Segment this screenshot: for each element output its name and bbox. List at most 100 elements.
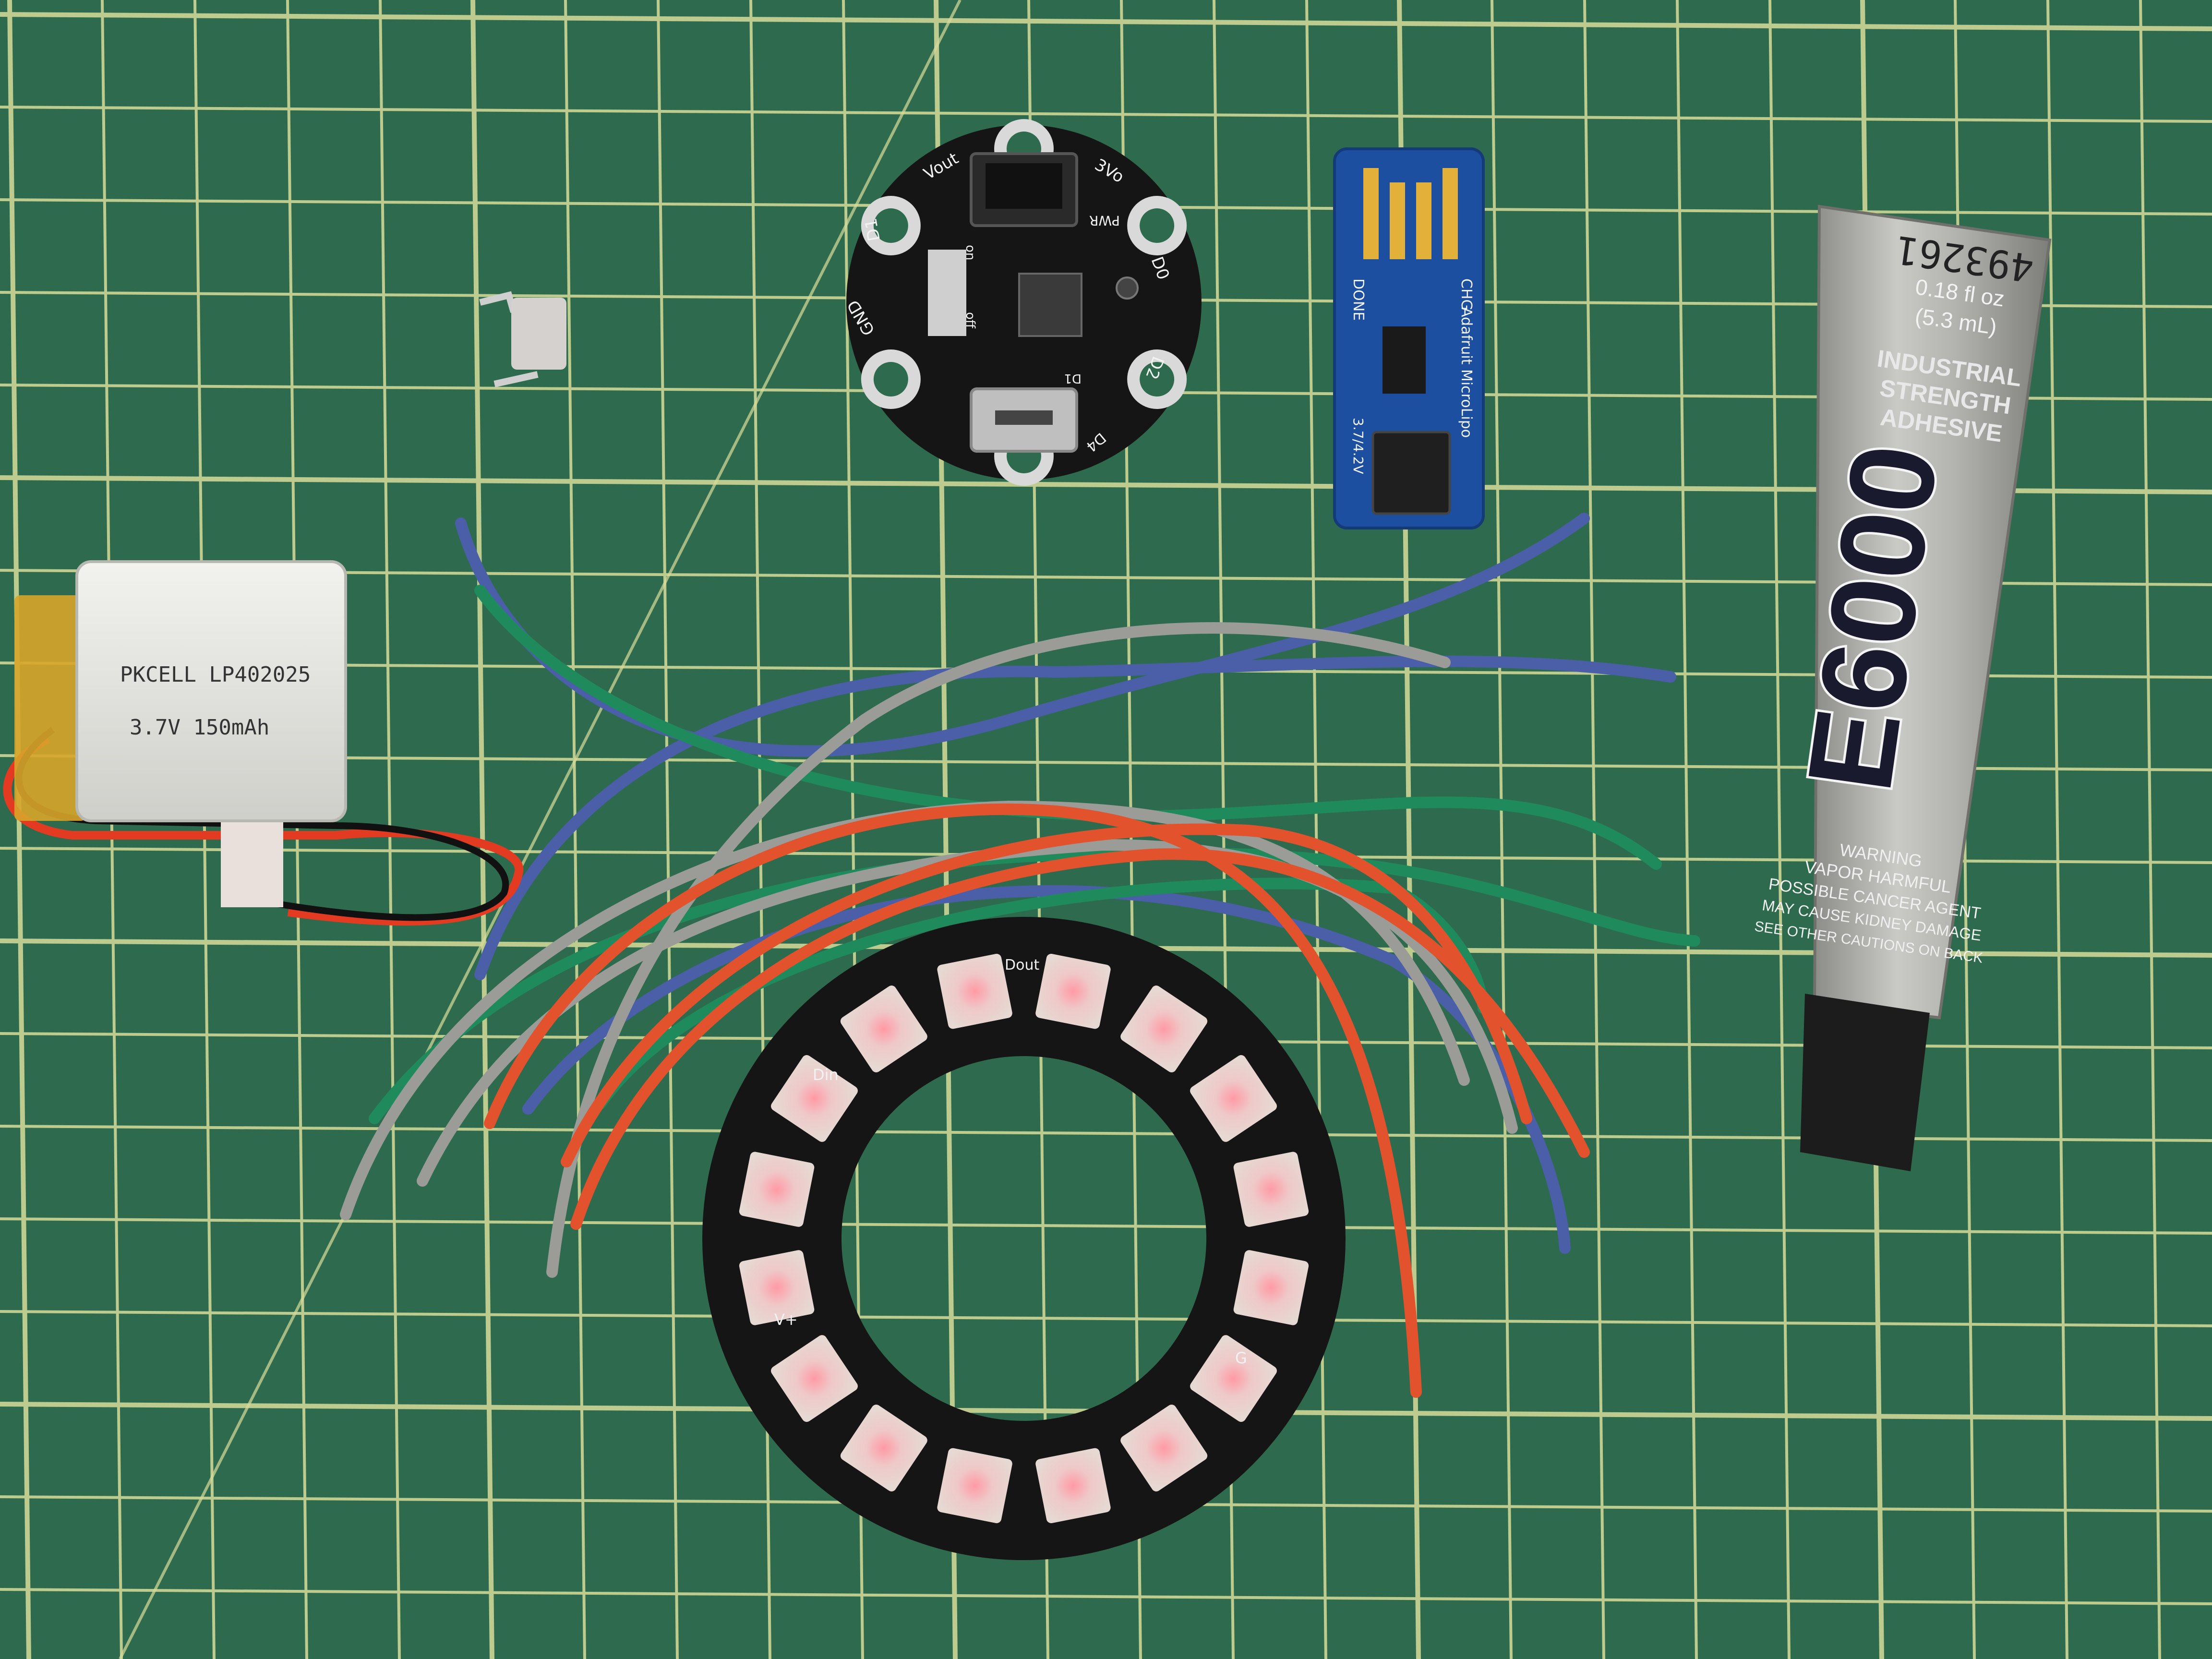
neopixel-led-body <box>1233 1250 1309 1325</box>
neopixel-led <box>1035 953 1111 1029</box>
wire-blue <box>474 655 1676 980</box>
grid-line <box>1768 0 1791 1659</box>
grid-line <box>7 0 31 1659</box>
microlipo-charger: DONE CHG Adafruit MicroLipo 3.7/4.2V <box>1333 147 1485 529</box>
neopixel-led <box>840 986 927 1072</box>
gemma-reset-button <box>1116 276 1139 300</box>
wire-red <box>561 823 1532 1167</box>
grid-line <box>2139 0 2161 1659</box>
neopixel-led-body <box>1120 986 1208 1072</box>
charger-usb-contacts <box>1363 168 1458 259</box>
grid-line <box>1676 0 1698 1659</box>
gemma-pad-hole <box>1140 362 1175 397</box>
grid-line <box>0 1310 2212 1327</box>
neopixel-led <box>840 1405 927 1491</box>
ring-label-din: Din <box>813 1066 839 1084</box>
kapton-tape <box>14 595 86 821</box>
mat-diagonal-line <box>119 0 962 1659</box>
charger-chip <box>1382 326 1426 394</box>
grid-line <box>193 0 216 1659</box>
usb-contact <box>1390 182 1405 259</box>
neopixel-led <box>937 1448 1012 1524</box>
neopixel-led <box>771 1055 858 1142</box>
neopixel-led-body <box>840 1405 927 1491</box>
gemma-usb-slot <box>995 410 1053 425</box>
neopixel-led-body <box>739 1152 815 1227</box>
grid-line <box>1491 0 1513 1659</box>
grid-line <box>0 1217 2212 1235</box>
neopixel-led <box>739 1250 815 1325</box>
neopixel-led <box>1190 1335 1277 1422</box>
neopixel-led-body <box>937 953 1012 1029</box>
neopixel-led-body <box>1190 1335 1277 1422</box>
neopixel-led <box>1120 986 1208 1072</box>
ring-label-g: G <box>1235 1349 1247 1367</box>
tube-body <box>1813 204 2052 1020</box>
wire-red <box>484 803 1422 1398</box>
charger-label-done: DONE <box>1350 278 1367 321</box>
gemma-label-d1-small: D1 <box>1064 371 1082 385</box>
neopixel-led-body <box>937 1448 1012 1524</box>
gemma-pad-hole <box>873 208 908 243</box>
gemma-pad-hole <box>873 362 908 397</box>
wire-green <box>594 878 1489 1110</box>
neopixel-led <box>739 1152 815 1227</box>
gemma-jst-inner <box>986 163 1062 209</box>
ring-pixels <box>739 953 1309 1524</box>
neopixel-led <box>1233 1152 1309 1227</box>
gemma-label-off: off <box>963 312 977 329</box>
neopixel-led <box>1120 1405 1208 1491</box>
wire-gray <box>546 622 1451 1278</box>
neopixel-led <box>1190 1055 1277 1142</box>
ring-pcb <box>702 917 1346 1560</box>
neopixel-led-body <box>771 1335 858 1422</box>
tube-cap <box>1800 994 1930 1171</box>
wire-bundle <box>340 513 1700 1398</box>
grid-line <box>101 0 123 1659</box>
grid-line <box>0 12 2212 31</box>
gemma-chip <box>1018 273 1082 337</box>
gemma-label-pwr: PWR <box>1089 213 1120 228</box>
neopixel-led-body <box>1035 1448 1111 1524</box>
gemma-power-switch <box>928 250 966 336</box>
gemma-board: Vout 3Vo D0 D2 D1 GND D4 PWR on off D1 <box>843 119 1202 486</box>
grid-line <box>1305 0 1327 1659</box>
switch-leg <box>493 371 539 387</box>
battery-tape <box>221 816 283 907</box>
charger-label-chg: CHG <box>1458 278 1475 311</box>
e6000-glue-tube: 493261 0.18 fl oz (5.3 mL) INDUSTRIAL ST… <box>1754 204 2052 1171</box>
charger-label-voltage: 3.7/4.2V <box>1350 418 1366 474</box>
usb-contact <box>1416 182 1431 259</box>
neopixel-led-body <box>1120 1405 1208 1491</box>
battery-label-rating: 3.7V 150mAh <box>130 715 269 740</box>
grid-line <box>286 0 308 1659</box>
usb-contact <box>1363 168 1379 259</box>
neopixel-led-body <box>771 1055 858 1142</box>
battery-body <box>75 560 347 822</box>
grid-line <box>2046 0 2068 1659</box>
grid-line <box>0 1588 2212 1605</box>
battery-label-model: PKCELL LP402025 <box>120 662 311 687</box>
slide-switch <box>479 291 566 387</box>
gemma-pad-hole <box>1140 208 1175 243</box>
neopixel-led <box>1233 1250 1309 1325</box>
grid-line <box>657 0 679 1659</box>
neopixel-led <box>1035 1448 1111 1524</box>
neopixel-led-body <box>1190 1055 1277 1142</box>
charger-label-brand: Adafruit MicroLipo <box>1458 307 1475 438</box>
neopixel-led-body <box>739 1250 815 1325</box>
usb-contact <box>1443 168 1458 259</box>
grid-line <box>470 0 494 1659</box>
lipo-battery: PKCELL LP402025 3.7V 150mAh <box>3 560 524 926</box>
wire-green <box>369 847 1700 1124</box>
gemma-label-on: on <box>963 245 977 260</box>
ring-label-vplus: V+ <box>774 1310 798 1329</box>
grid-line <box>0 106 2212 123</box>
ring-label-dout: Dout <box>1005 957 1039 974</box>
neopixel-led <box>937 953 1012 1029</box>
neopixel-led-body <box>840 986 927 1072</box>
neopixel-ring: Din V+ G Dout <box>702 917 1346 1560</box>
switch-body <box>511 298 566 370</box>
charger-jst-connector <box>1371 431 1451 515</box>
